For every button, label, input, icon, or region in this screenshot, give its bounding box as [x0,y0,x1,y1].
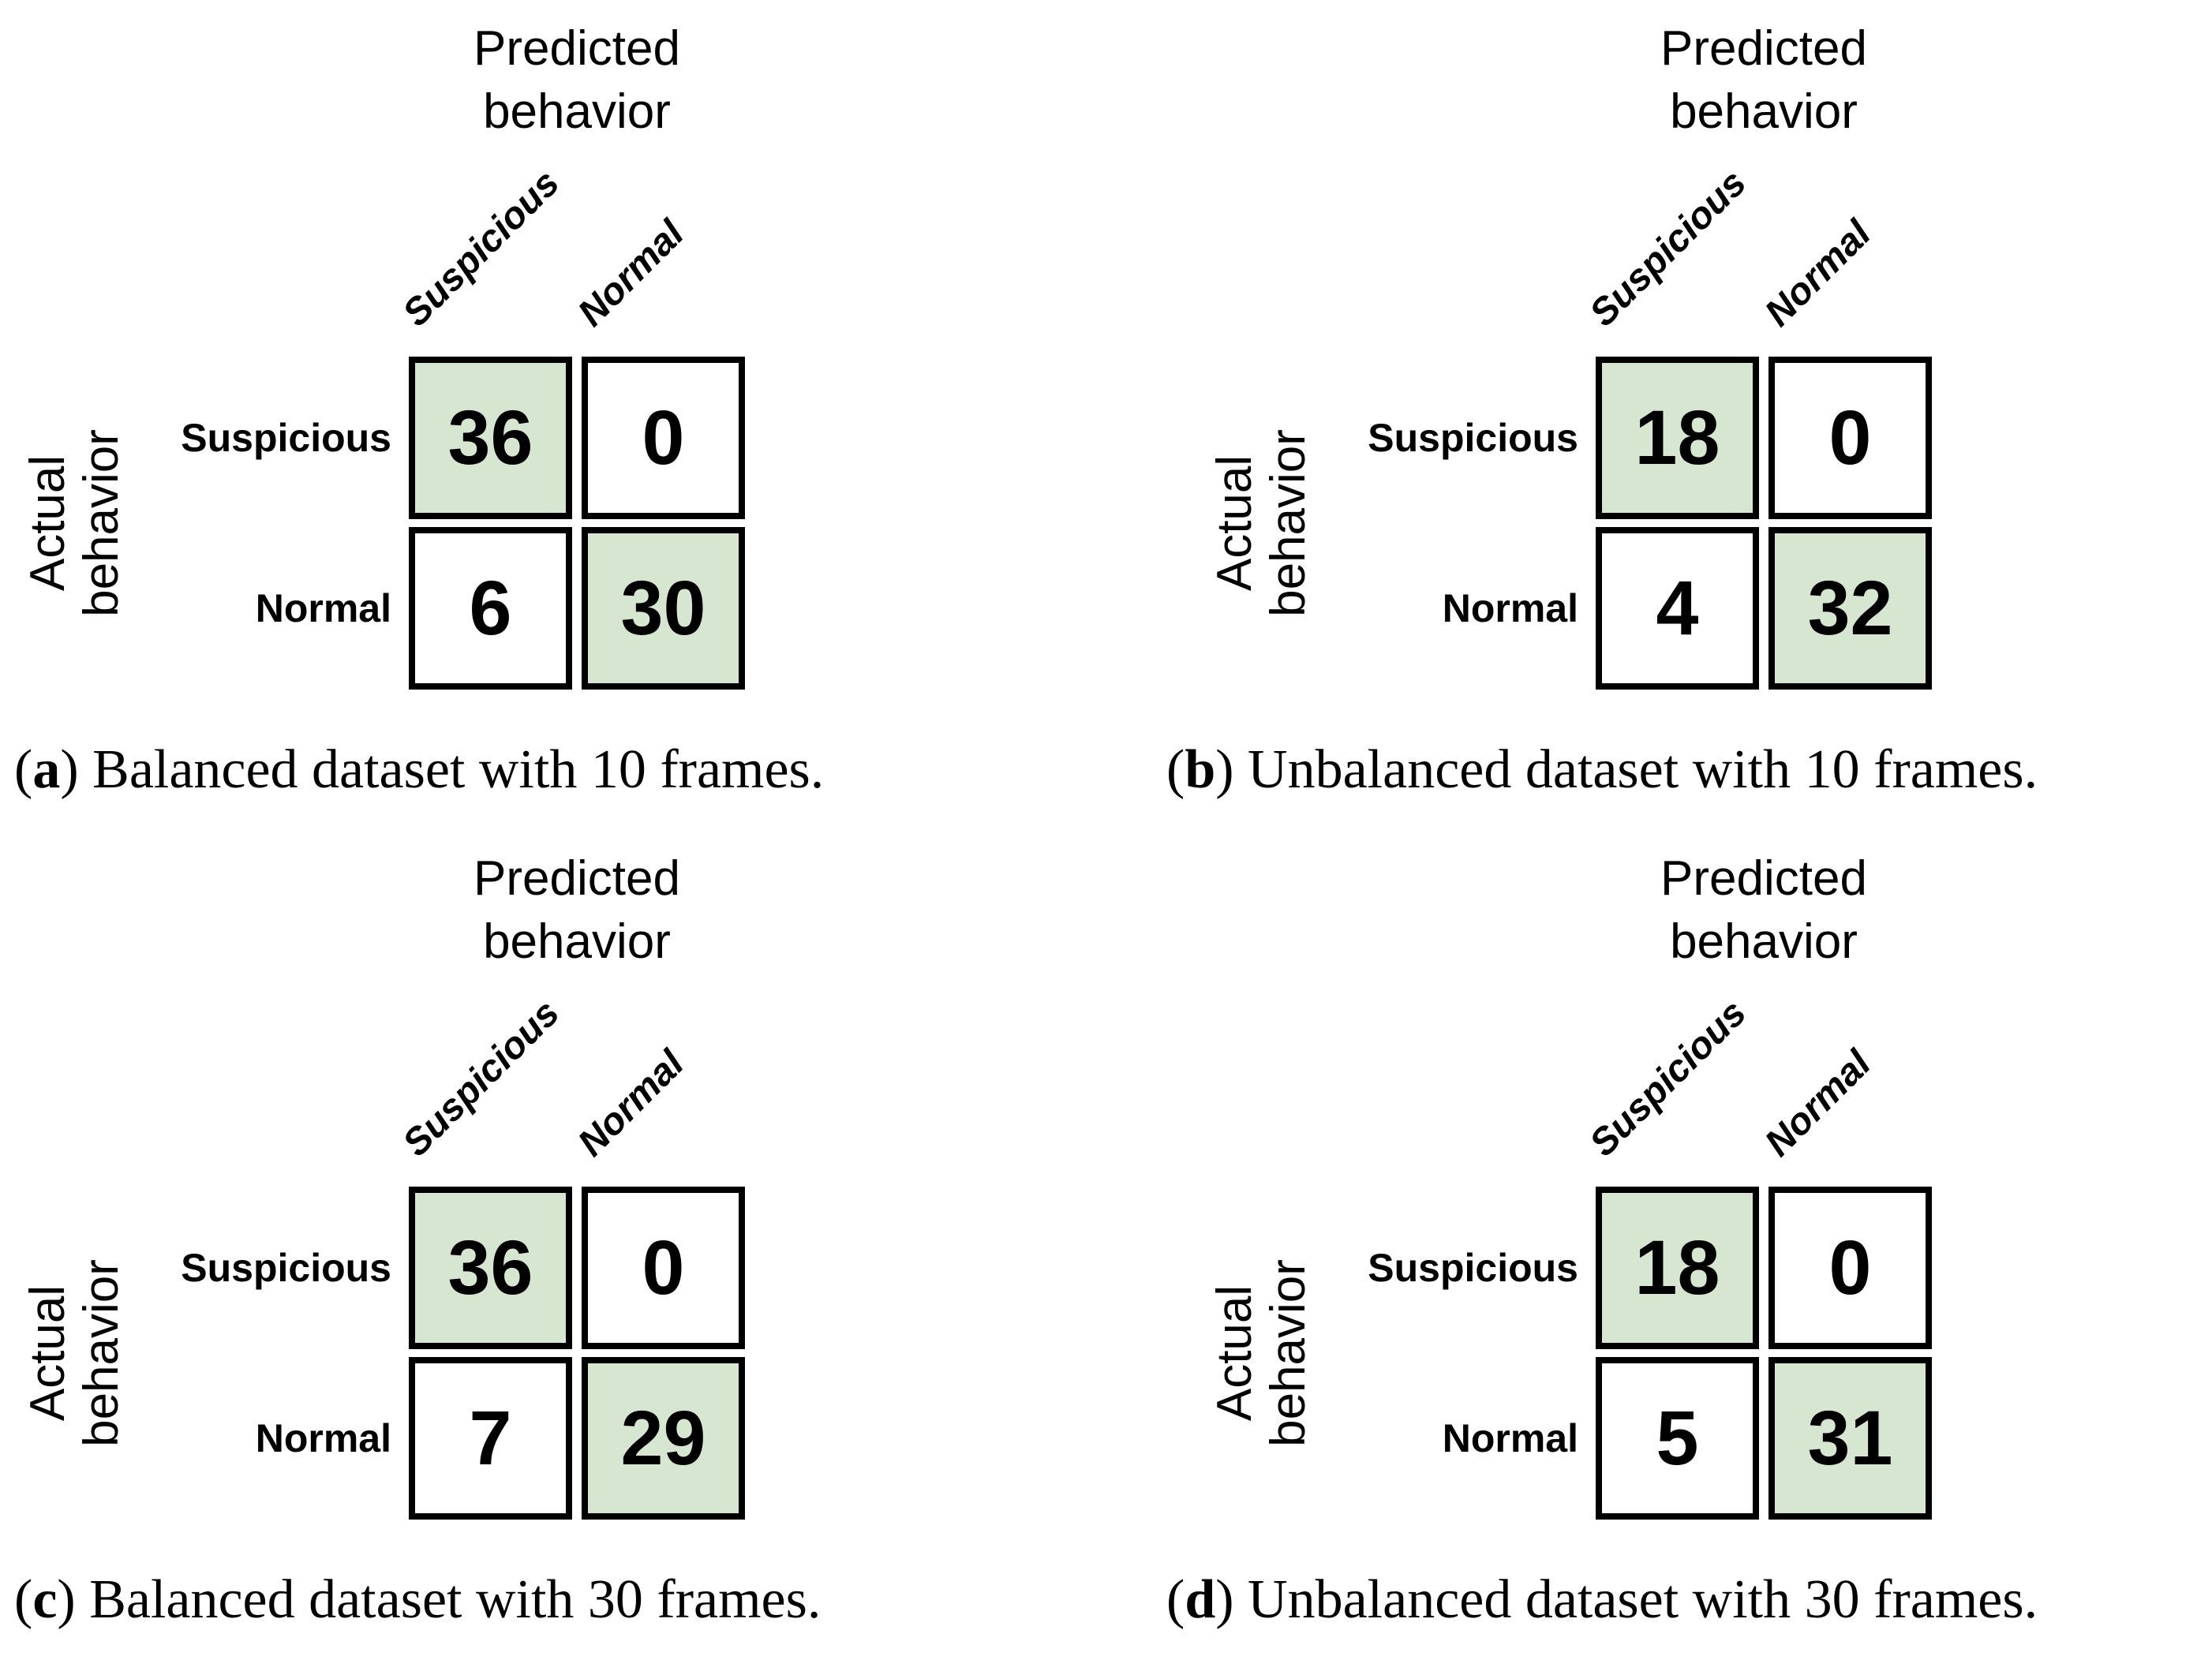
cell-false-positive: 6 [409,527,572,690]
cell-true-positive: 18 [1596,357,1759,519]
row-label-normal: Normal [255,1416,391,1460]
actual-behavior-axis-title: Actual behavior [21,429,129,617]
predicted-behavior-axis-title: Predicted behavior [409,847,745,974]
column-label-normal: Normal [1757,212,1879,335]
cell-true-positive: 36 [409,1187,572,1349]
predicted-axis-line2: behavior [1670,914,1858,969]
caption-a: (a) Balanced dataset with 10 frames. [14,736,824,804]
panel-a-balanced-10-frames: Predicted behavior Suspicious Normal Act… [0,0,1105,830]
row-label-suspicious: Suspicious [1368,1246,1578,1290]
column-label-suspicious: Suspicious [1581,162,1755,335]
cell-true-positive: 36 [409,357,572,519]
predicted-axis-line1: Predicted [1660,21,1867,76]
cell-false-positive: 4 [1596,527,1759,690]
caption-letter: a [32,739,61,800]
column-label-normal: Normal [570,1042,692,1165]
actual-axis-line1: Actual [1207,1284,1262,1422]
confusion-matrix-a: 36 0 6 30 [409,357,745,690]
cell-true-negative: 29 [582,1357,745,1520]
actual-axis-line1: Actual [21,1284,75,1422]
caption-paren-open: ( [1166,739,1185,800]
column-label-normal: Normal [1757,1042,1879,1165]
row-label-suspicious: Suspicious [181,416,391,460]
cell-true-negative: 31 [1768,1357,1932,1520]
row-label-normal: Normal [1442,1416,1578,1460]
predicted-behavior-axis-title: Predicted behavior [1596,847,1932,974]
cell-false-negative: 0 [1768,357,1932,519]
row-label-suspicious: Suspicious [1368,416,1578,460]
actual-axis-line2: behavior [74,429,129,617]
actual-axis-line2: behavior [74,1259,129,1447]
predicted-axis-line2: behavior [483,84,671,139]
caption-c: (c) Balanced dataset with 30 frames. [14,1566,821,1634]
predicted-axis-line1: Predicted [473,21,680,76]
cell-false-negative: 0 [1768,1187,1932,1349]
row-label-suspicious: Suspicious [181,1246,391,1290]
actual-axis-line2: behavior [1261,429,1316,617]
caption-paren-open: ( [14,739,33,800]
predicted-axis-line2: behavior [1670,84,1858,139]
column-label-normal: Normal [570,212,692,335]
column-label-suspicious: Suspicious [1581,992,1755,1165]
actual-behavior-axis-title: Actual behavior [1207,429,1316,617]
confusion-matrix-c: 36 0 7 29 [409,1187,745,1520]
actual-behavior-axis-title: Actual behavior [1207,1259,1316,1447]
caption-d: (d) Unbalanced dataset with 30 frames. [1166,1566,2038,1634]
caption-letter: d [1185,1569,1216,1630]
panel-c-balanced-30-frames: Predicted behavior Suspicious Normal Act… [0,830,1105,1660]
confusion-matrix-d: 18 0 5 31 [1596,1187,1932,1520]
panel-d-unbalanced-30-frames: Predicted behavior Suspicious Normal Act… [1105,830,2212,1660]
panel-b-unbalanced-10-frames: Predicted behavior Suspicious Normal Act… [1105,0,2212,830]
column-label-suspicious: Suspicious [395,992,568,1165]
actual-behavior-axis-title: Actual behavior [21,1259,129,1447]
predicted-behavior-axis-title: Predicted behavior [1596,17,1932,144]
row-label-normal: Normal [255,586,391,630]
predicted-axis-line1: Predicted [473,851,680,906]
caption-letter: b [1185,739,1216,800]
cell-false-positive: 5 [1596,1357,1759,1520]
predicted-axis-line1: Predicted [1660,851,1867,906]
cell-true-negative: 30 [582,527,745,690]
caption-letter: c [32,1569,58,1630]
confusion-matrix-b: 18 0 4 32 [1596,357,1932,690]
column-label-suspicious: Suspicious [395,162,568,335]
predicted-axis-line2: behavior [483,914,671,969]
actual-axis-line2: behavior [1261,1259,1316,1447]
caption-text: ) Balanced dataset with 30 frames. [57,1569,822,1630]
cell-false-positive: 7 [409,1357,572,1520]
caption-paren-open: ( [1166,1569,1185,1630]
predicted-behavior-axis-title: Predicted behavior [409,17,745,144]
actual-axis-line1: Actual [21,454,75,592]
caption-b: (b) Unbalanced dataset with 10 frames. [1166,736,2038,804]
caption-paren-open: ( [14,1569,33,1630]
caption-text: ) Balanced dataset with 10 frames. [60,739,825,800]
actual-axis-line1: Actual [1207,454,1262,592]
cell-false-negative: 0 [582,357,745,519]
caption-text: ) Unbalanced dataset with 10 frames. [1215,739,2038,800]
row-label-normal: Normal [1442,586,1578,630]
cell-false-negative: 0 [582,1187,745,1349]
cell-true-positive: 18 [1596,1187,1759,1349]
caption-text: ) Unbalanced dataset with 30 frames. [1215,1569,2038,1630]
cell-true-negative: 32 [1768,527,1932,690]
